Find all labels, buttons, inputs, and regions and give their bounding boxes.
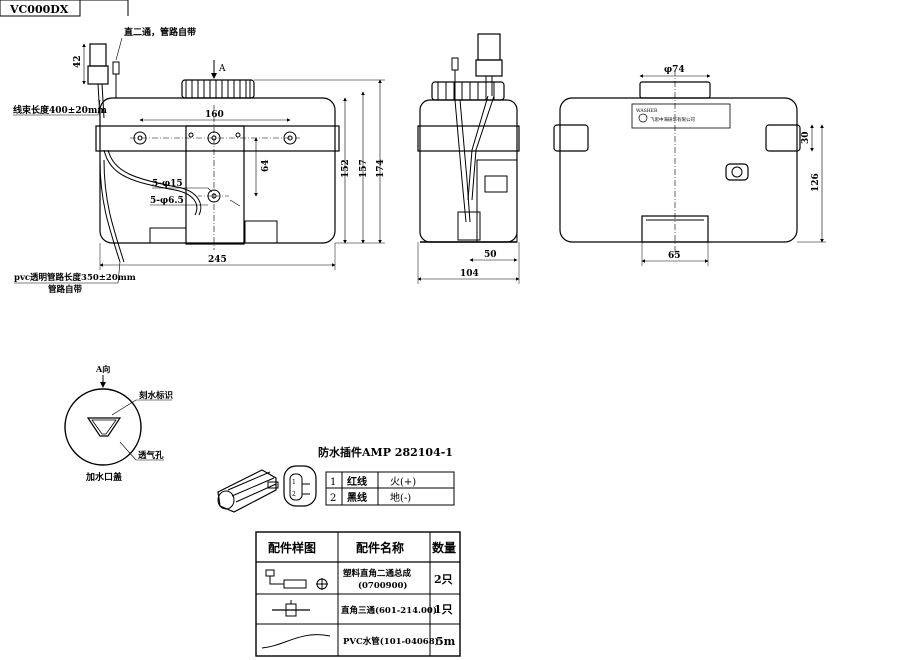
title-block: VC000DX [0,0,129,17]
label-vent-hole: 透气孔 [138,450,164,461]
sample-tee-fitting [272,600,310,617]
svg-text:2: 2 [292,491,296,498]
dim-30: 30 [801,131,811,144]
label-water-mark: 刻水标识 [139,390,174,401]
header-qty: 数量 [432,540,456,555]
water-level-mark [86,417,122,437]
dim-126: 126 [811,173,821,192]
connector-illustration: 1 2 [217,465,317,513]
pin1-fn: 火(+) [390,476,416,488]
dim-104: 104 [460,269,479,279]
label-line2: 飞思中海研华有限公司 [650,116,695,123]
pin1-no: 1 [330,477,336,488]
pin2-no: 2 [330,493,336,504]
dim-157: 157 [359,159,369,178]
dim-50: 50 [484,250,497,260]
svg-text:1: 1 [292,479,296,486]
front-view: A 直二通，管路自带 42 线束长度400±20mm 160 64 5-φ15 … [13,26,386,295]
rear-view: WASHER 飞思中海研华有限公司 φ74 30 126 65 [553,65,826,266]
harness-connector [89,43,107,67]
connector-title: 防水插件AMP 282104-1 [318,445,453,459]
part2-qty: 1只 [434,603,453,616]
dim-160: 160 [205,110,224,120]
cap-caption: 加水口盖 [85,471,122,483]
label-line1: WASHER [636,108,658,114]
note-harness-length: 线束长度400±20mm [13,104,107,116]
note-pvc-hose: pvc透明管路长度350±20mm [14,272,136,283]
sample-elbow-fitting [265,569,328,590]
view-a-marker: A [218,64,226,74]
mounting-band [95,125,340,152]
hole-label-65: 5-φ6.5 [150,196,184,206]
cap-outline [64,388,142,466]
header-sample: 配件样图 [268,540,316,555]
header-name: 配件名称 [356,540,404,555]
product-label [631,103,731,129]
part3-name: PVC水管(101-04068) [343,636,439,647]
mounting-bracket [185,125,245,245]
dim-42: 42 [73,55,83,68]
part2-name: 直角三通(601-214.00) [341,605,437,616]
connector-section: 防水插件AMP 282104-1 1 2 1 红线 火(+) 2 黑线 [217,445,455,513]
cap-view-title: A向 [95,364,110,374]
dim-74: φ74 [664,65,685,75]
part1-name: 塑料直角二通总成 [343,568,412,579]
parts-table: 配件样图 配件名称 数量 塑料直角二通总成 (0700900) 2只 直角三通(… [255,531,461,657]
pin1-wire: 红线 [347,475,367,488]
part1-qty: 2只 [434,573,453,586]
note-straight-fitting: 直二通，管路自带 [124,26,196,38]
filler-cap [181,79,255,99]
pin2-fn: 地(-) [390,491,411,504]
pin2-wire: 黑线 [347,491,367,504]
hole-label-15: 5-φ15 [152,179,183,189]
note-pvc-hose-2: 管路自带 [48,284,83,295]
drawing-code: VC000DX [9,3,69,16]
part3-qty: 5m [436,635,456,648]
dim-245: 245 [208,255,227,265]
cap-view: A向 刻水标识 透气孔 加水口盖 [64,364,174,483]
dim-152: 152 [341,159,351,178]
pin-table: 1 红线 火(+) 2 黑线 地(-) [325,471,455,506]
side-view: 50 104 [417,33,520,284]
sample-pvc-hose [261,634,331,649]
dim-174: 174 [376,159,386,178]
dim-64: 64 [261,159,271,172]
part1-code: (0700900) [358,580,407,591]
tank-body-side [419,99,518,243]
dim-65: 65 [668,251,681,261]
